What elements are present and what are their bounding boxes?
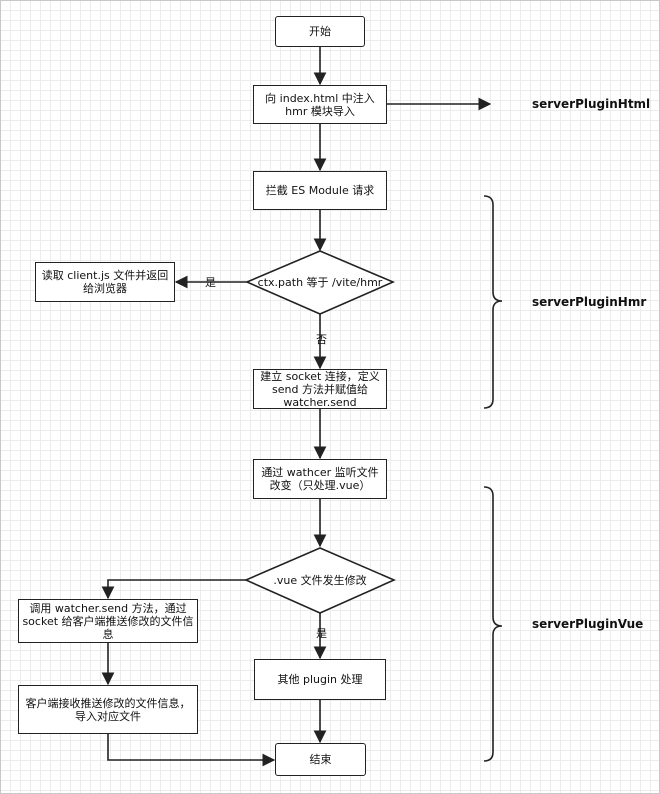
check-path-text: ctx.path 等于 /vite/hmr [247,272,393,292]
check-vue-label: .vue 文件发生修改 [273,574,367,587]
brace-vue [483,486,503,762]
client-receive-node: 客户端接收推送修改的文件信息，导入对应文件 [18,685,198,734]
end-label: 结束 [309,753,332,766]
edge-label-yes-other: 是 [316,627,327,640]
end-node: 结束 [275,743,366,776]
edge-label-no-socket: 否 [316,333,327,346]
read-client-node: 读取 client.js 文件并返回给浏览器 [35,262,175,302]
brace-hmr [483,195,503,409]
socket-node: 建立 socket 连接，定义 send 方法并赋值给 watcher.send [253,369,387,409]
start-node: 开始 [275,16,365,47]
edge-checkvue-callsend [101,579,248,600]
socket-label: 建立 socket 连接，定义 send 方法并赋值给 watcher.send [260,369,380,409]
read-client-label: 读取 client.js 文件并返回给浏览器 [41,269,169,295]
plugin-label-vue: serverPluginVue [532,617,644,631]
start-label: 开始 [309,25,331,38]
call-send-node: 调用 watcher.send 方法，通过 socket 给客户端推送修改的文件… [18,599,198,643]
intercept-label: 拦截 ES Module 请求 [265,184,375,197]
plugin-label-hmr: serverPluginHmr [532,295,647,309]
call-send-label: 调用 watcher.send 方法，通过 socket 给客户端推送修改的文件… [22,601,194,641]
edge-label-yes-read: 是 [205,276,216,289]
edge-client-end [107,734,276,767]
check-path-label: ctx.path 等于 /vite/hmr [257,276,383,289]
watch-node: 通过 wathcer 监听文件改变（只处理.vue） [253,459,387,499]
client-receive-label: 客户端接收推送修改的文件信息，导入对应文件 [25,696,191,723]
check-vue-text: .vue 文件发生修改 [246,570,394,590]
intercept-node: 拦截 ES Module 请求 [253,171,387,210]
inject-hmr-node: 向 index.html 中注入 hmr 模块导入 [253,85,387,124]
decision-vue-diamond [244,547,396,614]
plugin-label-html: serverPluginHtml [532,97,651,111]
decision-path-diamond [244,250,396,315]
inject-hmr-label: 向 index.html 中注入 hmr 模块导入 [265,91,375,118]
other-plugin-label: 其他 plugin 处理 [277,673,363,686]
watch-label: 通过 wathcer 监听文件改变（只处理.vue） [261,466,379,492]
other-plugin-node: 其他 plugin 处理 [254,659,386,700]
